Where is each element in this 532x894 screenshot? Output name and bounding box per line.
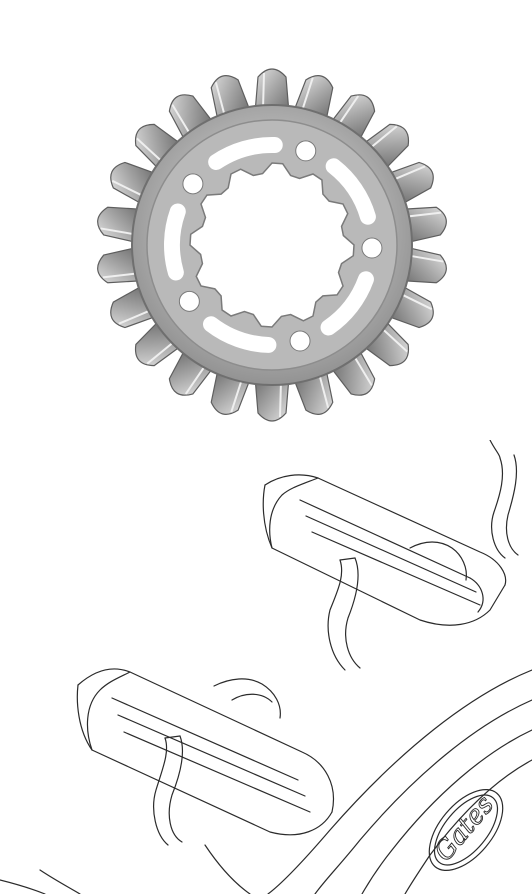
lightening-slot — [320, 271, 374, 336]
bolt-hole — [361, 237, 383, 259]
bolt-hole — [295, 140, 317, 162]
bolt-hole — [289, 330, 311, 352]
tooth-upper — [262, 474, 507, 626]
bolt-hole — [178, 290, 200, 312]
sprocket-tooth — [134, 123, 185, 173]
sprocket-teeth — [97, 68, 447, 422]
lightening-slot — [325, 158, 376, 225]
center-spline-bore — [189, 162, 355, 328]
sprocket-tooth — [254, 376, 290, 422]
sprocket-teeth-line-drawing: Gates — [0, 440, 532, 894]
sprocket-tooth — [359, 123, 410, 173]
gates-logo — [428, 789, 504, 871]
bolt-holes — [178, 140, 383, 352]
ring-body — [267, 669, 532, 894]
tooth-flanges — [0, 440, 519, 894]
sprocket-photo — [97, 68, 447, 422]
tooth-lower — [76, 668, 334, 836]
lightening-slot — [203, 316, 277, 353]
sprocket-tooth — [359, 317, 410, 367]
sprocket-tooth — [134, 317, 185, 367]
lightening-slot — [164, 203, 186, 281]
bolt-hole — [182, 173, 204, 195]
lightening-slots — [164, 137, 376, 353]
sprocket-tooth — [254, 68, 290, 114]
gates-logo-text: Gates — [429, 790, 500, 867]
lightening-slot — [208, 137, 283, 171]
